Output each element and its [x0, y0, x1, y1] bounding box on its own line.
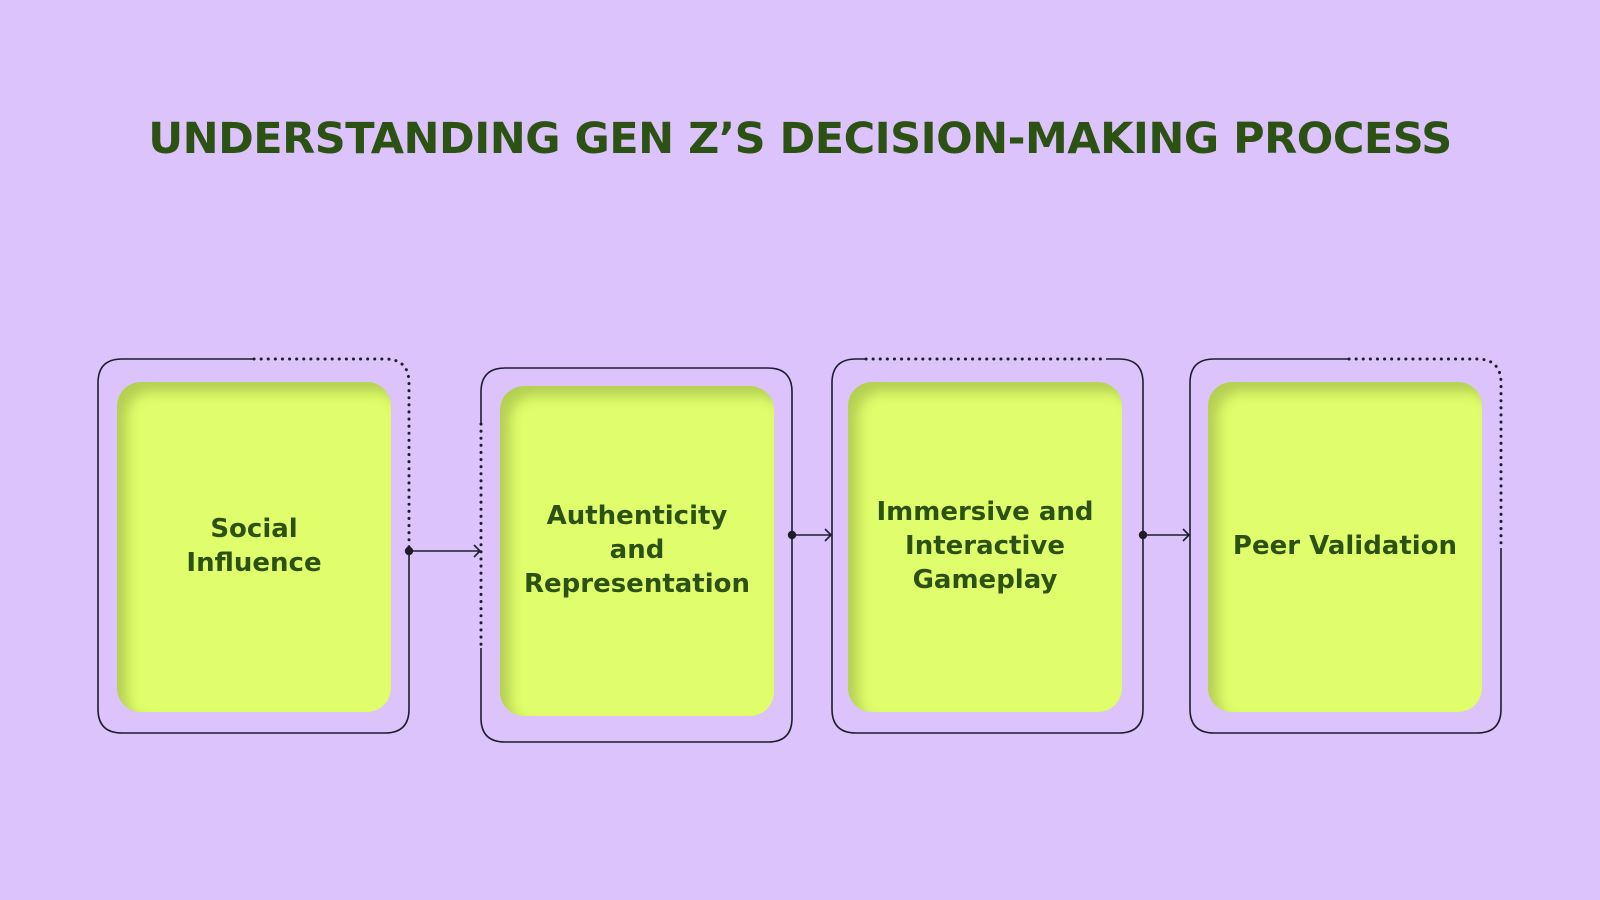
step-card-3: Immersive and Interactive Gameplay: [848, 382, 1122, 712]
step-label-1: Social Influence: [186, 514, 322, 578]
arrow-3-4-start-dot: [1138, 530, 1148, 540]
step-card-4: Peer Validation: [1208, 382, 1482, 712]
frame-4-dotted: [1347, 357, 1503, 545]
frame-4-solid: [1189, 358, 1502, 734]
frame-3-solid: [831, 358, 1144, 734]
step-label-2: Authenticity and Representation: [523, 501, 751, 599]
step-label-4: Peer Validation: [1232, 531, 1458, 562]
arrow-1-2-start-dot: [404, 546, 414, 556]
step-card-2: Authenticity and Representation: [500, 386, 774, 716]
frame-2-solid: [480, 367, 793, 743]
frame-1-solid: [97, 358, 410, 734]
arrow-1-2: [409, 544, 482, 558]
arrow-3-4: [1143, 528, 1191, 542]
step-label-3: Immersive and Interactive Gameplay: [876, 497, 1094, 595]
arrow-2-3: [792, 528, 833, 542]
arrow-2-3-start-dot: [787, 530, 797, 540]
frame-1-dotted: [252, 357, 411, 553]
diagram-title: UNDERSTANDING GEN Z’S DECISION-MAKING PR…: [148, 114, 1452, 164]
step-card-1: Social Influence: [117, 382, 391, 712]
